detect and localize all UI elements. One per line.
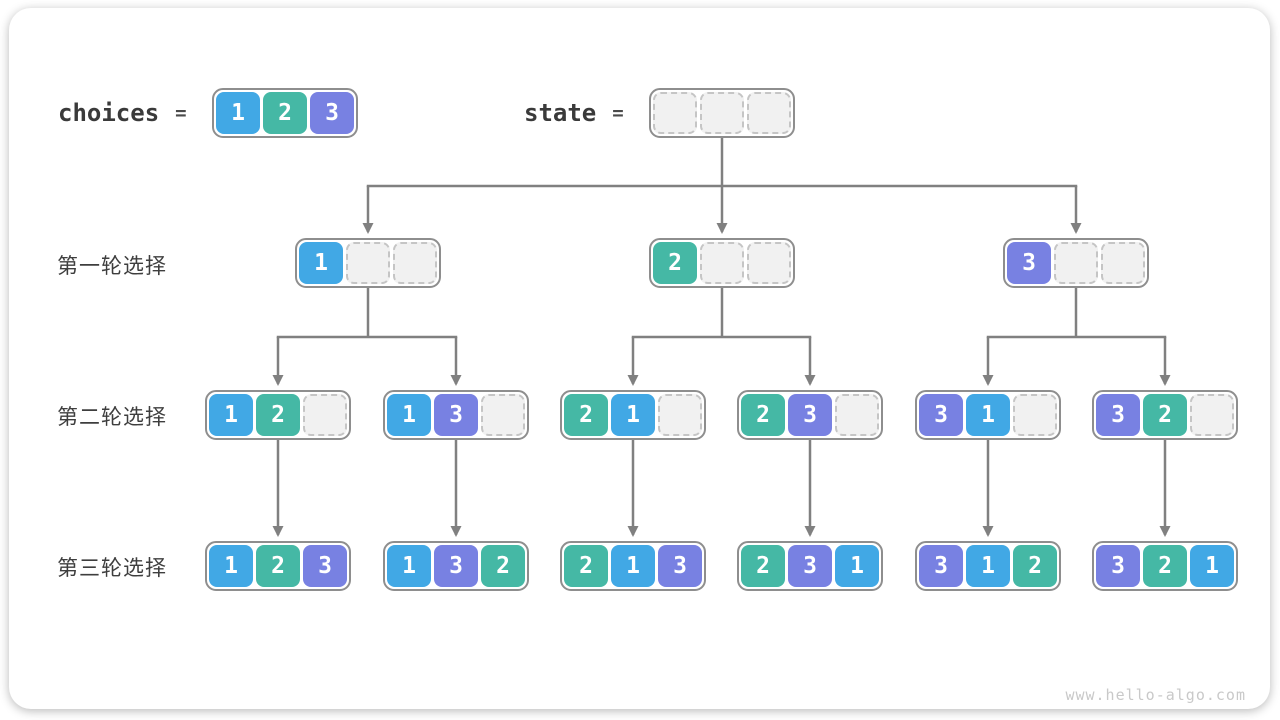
value-cell: 3 bbox=[919, 545, 963, 587]
website-watermark: www.hello-algo.com bbox=[1065, 686, 1246, 704]
empty-slot bbox=[747, 242, 791, 284]
value-cell: 1 bbox=[209, 394, 253, 436]
value-cell: 1 bbox=[966, 545, 1010, 587]
value-cell: 2 bbox=[263, 92, 307, 134]
value-cell: 3 bbox=[434, 545, 478, 587]
value-cell: 3 bbox=[658, 545, 702, 587]
value-cell: 1 bbox=[1190, 545, 1234, 587]
state-node: 2 bbox=[649, 238, 795, 288]
choices-label: choices bbox=[58, 99, 160, 127]
state-node: 1 bbox=[295, 238, 441, 288]
value-cell: 3 bbox=[1096, 545, 1140, 587]
state-node: 3 bbox=[1003, 238, 1149, 288]
state-array bbox=[649, 88, 795, 138]
value-cell: 3 bbox=[434, 394, 478, 436]
value-cell: 2 bbox=[481, 545, 525, 587]
value-cell: 1 bbox=[387, 394, 431, 436]
value-cell: 3 bbox=[1096, 394, 1140, 436]
empty-slot bbox=[303, 394, 347, 436]
empty-slot bbox=[1054, 242, 1098, 284]
empty-slot bbox=[481, 394, 525, 436]
value-cell: 1 bbox=[835, 545, 879, 587]
empty-slot bbox=[393, 242, 437, 284]
value-cell: 3 bbox=[788, 394, 832, 436]
value-cell: 2 bbox=[564, 394, 608, 436]
value-cell: 1 bbox=[387, 545, 431, 587]
empty-slot bbox=[658, 394, 702, 436]
value-cell: 3 bbox=[1007, 242, 1051, 284]
value-cell: 3 bbox=[310, 92, 354, 134]
round-3-label: 第三轮选择 bbox=[57, 556, 167, 580]
empty-slot bbox=[747, 92, 791, 134]
empty-slot bbox=[835, 394, 879, 436]
value-cell: 1 bbox=[611, 545, 655, 587]
value-cell: 2 bbox=[1013, 545, 1057, 587]
value-cell: 2 bbox=[564, 545, 608, 587]
value-cell: 2 bbox=[741, 545, 785, 587]
empty-slot bbox=[1190, 394, 1234, 436]
state-equals-sign: = bbox=[612, 102, 624, 124]
value-cell: 2 bbox=[256, 545, 300, 587]
state-declaration: state = bbox=[524, 88, 624, 138]
value-cell: 2 bbox=[653, 242, 697, 284]
empty-slot bbox=[700, 92, 744, 134]
value-cell: 1 bbox=[209, 545, 253, 587]
value-cell: 1 bbox=[216, 92, 260, 134]
round-1-label: 第一轮选择 bbox=[57, 254, 167, 278]
round-2-label: 第二轮选择 bbox=[57, 405, 167, 429]
value-cell: 3 bbox=[303, 545, 347, 587]
empty-slot bbox=[653, 92, 697, 134]
empty-slot bbox=[700, 242, 744, 284]
empty-slot bbox=[1101, 242, 1145, 284]
value-cell: 1 bbox=[611, 394, 655, 436]
empty-slot bbox=[1013, 394, 1057, 436]
choices-declaration: choices = bbox=[58, 88, 187, 138]
value-cell: 2 bbox=[741, 394, 785, 436]
value-cell: 1 bbox=[299, 242, 343, 284]
value-cell: 3 bbox=[788, 545, 832, 587]
empty-slot bbox=[346, 242, 390, 284]
choices-equals-sign: = bbox=[175, 102, 187, 124]
value-cell: 2 bbox=[256, 394, 300, 436]
value-cell: 1 bbox=[966, 394, 1010, 436]
value-cell: 2 bbox=[1143, 545, 1187, 587]
value-cell: 3 bbox=[919, 394, 963, 436]
value-cell: 2 bbox=[1143, 394, 1187, 436]
state-label: state bbox=[524, 99, 597, 127]
